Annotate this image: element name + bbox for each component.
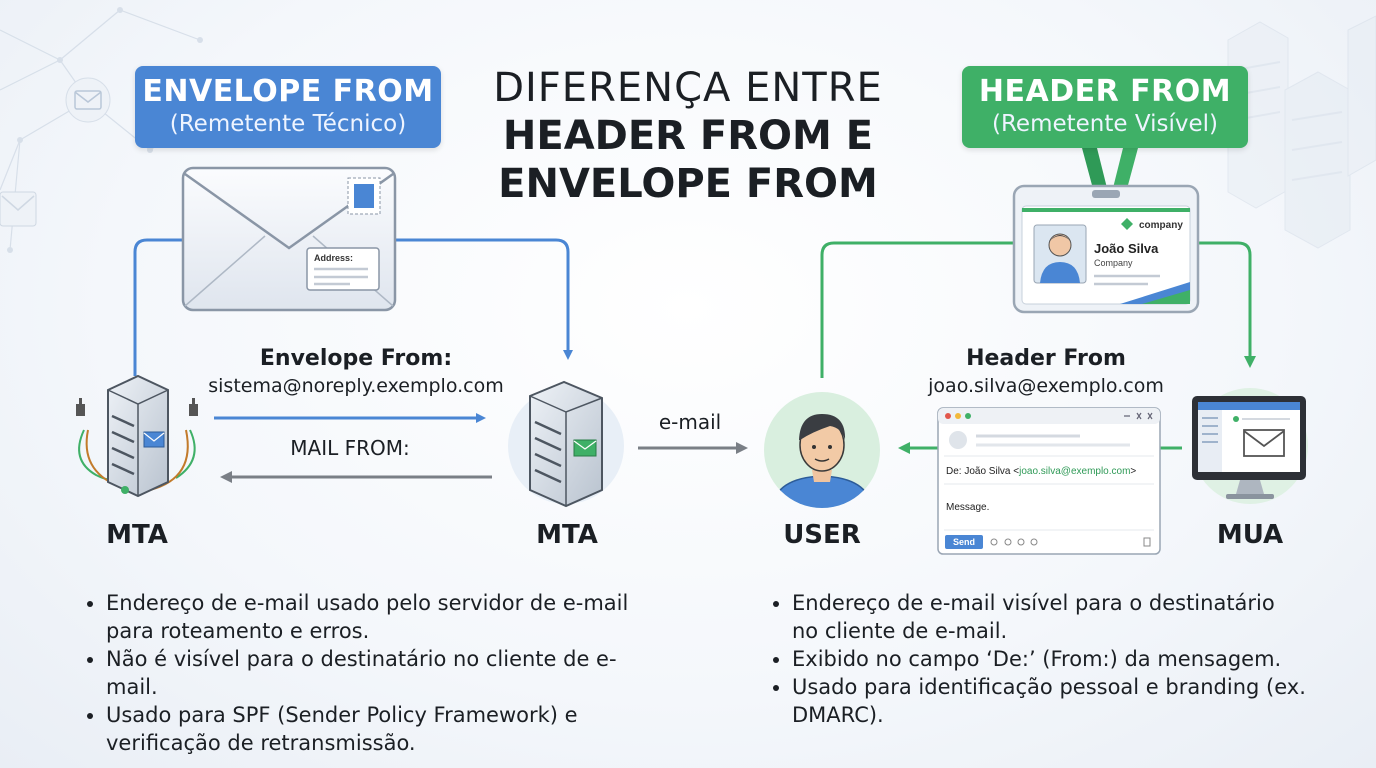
svg-text:De: João Silva <joao.silva@exe: De: João Silva <joao.silva@exemplo.com> (946, 466, 1136, 477)
header-from-label-block: Header From joao.silva@exemplo.com (906, 346, 1186, 397)
title-line-2: HEADER FROM E (502, 113, 874, 159)
header-from-bullets: Endereço de e-mail visível para o destin… (766, 589, 1306, 729)
envelope-icon: Address: (181, 166, 397, 312)
envelope-from-label: Envelope From: (259, 346, 453, 371)
header-from-pill-subtitle: (Remetente Visível) (992, 111, 1218, 137)
list-item: Não é visível para o destinatário no cli… (106, 645, 660, 701)
send-button[interactable] (945, 535, 983, 549)
badge-company-logo: company (1139, 220, 1183, 231)
page-title: DIFERENÇA ENTRE HEADER FROM E ENVELOPE F… (480, 64, 896, 208)
list-item: Usado para identificação pessoal e brand… (792, 673, 1306, 729)
envelope-from-value: sistema@noreply.exemplo.com (208, 375, 504, 397)
email-label: e-mail (658, 410, 722, 434)
title-line-1: DIFERENÇA ENTRE (493, 65, 883, 111)
id-badge-icon: company João Silva Company (1012, 148, 1200, 314)
badge-name: João Silva (1094, 241, 1159, 256)
decor-server-icon (1227, 15, 1376, 249)
node-label-mua: MUA (1216, 520, 1284, 550)
header-from-pill-title: HEADER FROM (978, 74, 1232, 109)
list-item: Exibido no campo ‘De:’ (From:) da mensag… (792, 645, 1306, 673)
envelope-from-label-block: Envelope From: sistema@noreply.exemplo.c… (196, 346, 516, 397)
server-icon (76, 374, 198, 498)
address-label: Address: (314, 253, 353, 263)
node-label-mta-left: MTA (106, 520, 168, 550)
header-from-pill: HEADER FROM (Remetente Visível) (962, 66, 1248, 148)
node-label-user: USER (783, 520, 861, 550)
mail-from-prefix: De: João Silva < (946, 466, 1019, 477)
mail-body: Message. (946, 502, 989, 513)
title-line-3: ENVELOPE FROM (498, 161, 878, 207)
monitor-icon (1192, 388, 1308, 504)
header-from-label: Header From (966, 346, 1126, 371)
user-icon (764, 392, 880, 508)
send-button-label: Send (953, 537, 975, 547)
decor-envelope-icon (0, 77, 111, 227)
mail-window-icon: De: João Silva <joao.silva@exemplo.com> … (937, 407, 1161, 555)
badge-org: Company (1094, 258, 1133, 268)
envelope-from-pill-subtitle: (Remetente Técnico) (169, 111, 407, 137)
list-item: Endereço de e-mail visível para o destin… (792, 589, 1306, 645)
envelope-from-bullets: Endereço de e-mail usado pelo servidor d… (80, 589, 660, 757)
server-icon (508, 380, 624, 508)
node-label-mta-right: MTA (536, 520, 598, 550)
header-from-value: joao.silva@exemplo.com (928, 375, 1164, 397)
mail-from-label: MAIL FROM: (290, 436, 410, 460)
envelope-from-pill-title: ENVELOPE FROM (142, 74, 434, 109)
mail-from-email: joao.silva@exemplo.com (1018, 466, 1130, 477)
list-item: Endereço de e-mail usado pelo servidor d… (106, 589, 660, 645)
envelope-from-pill: ENVELOPE FROM (Remetente Técnico) (135, 66, 441, 148)
list-item: Usado para SPF (Sender Policy Framework)… (106, 701, 660, 757)
mail-from-suffix: > (1130, 466, 1136, 477)
